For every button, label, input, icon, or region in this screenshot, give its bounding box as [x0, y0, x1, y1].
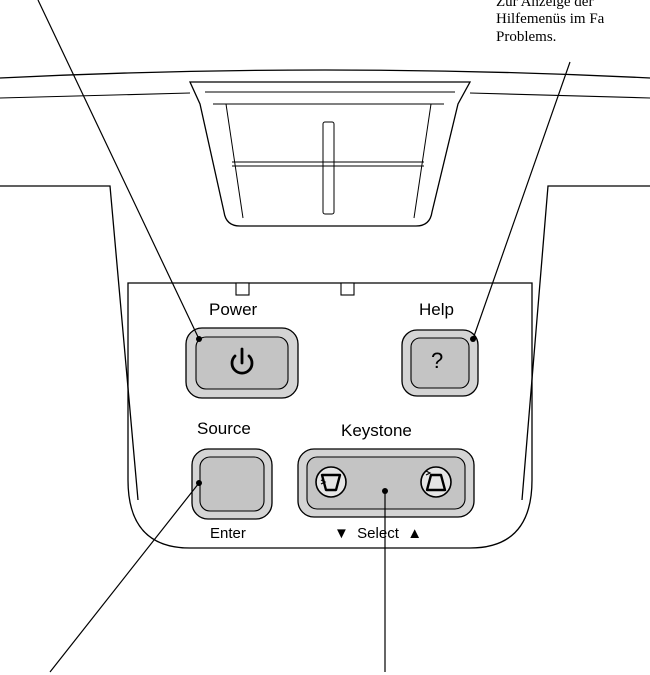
- select-label: ▼ Select ▲: [334, 525, 423, 542]
- keystone-leader-dot: [382, 488, 388, 494]
- question-mark-icon: ?: [431, 348, 444, 373]
- callout-line-3: Problems.: [496, 29, 557, 45]
- callout-line-1: Zur Anzeige der: [496, 0, 594, 10]
- control-panel-outline: [127, 282, 533, 549]
- status-indicator-lamp: [340, 282, 355, 296]
- enter-label: Enter: [210, 525, 246, 542]
- top-edge-line: [0, 69, 650, 79]
- keystone-down-icon[interactable]: [315, 466, 347, 498]
- right-body-edge: [521, 185, 650, 501]
- help-button[interactable]: [401, 329, 479, 397]
- help-leader-dot: [470, 336, 476, 342]
- power-leader-dot: [196, 336, 202, 342]
- keystone-up-icon[interactable]: [420, 466, 452, 498]
- lens-housing: [188, 81, 472, 227]
- source-leader-dot: [196, 480, 202, 486]
- keystone-button[interactable]: [297, 448, 475, 518]
- power-button[interactable]: [185, 327, 299, 399]
- source-enter-button[interactable]: [191, 448, 273, 520]
- left-body-edge: [0, 185, 139, 501]
- power-leader-line: [37, 0, 200, 340]
- help-label: Help: [419, 300, 454, 319]
- power-label: Power: [209, 300, 258, 319]
- top-edge-inner-right: [469, 92, 650, 99]
- callout-line-2: Hilfemenüs im Fa: [496, 11, 605, 27]
- keystone-label: Keystone: [341, 421, 412, 440]
- help-leader-line: [472, 61, 571, 340]
- power-symbol-icon: [230, 347, 254, 375]
- source-leader-line: [49, 482, 200, 673]
- top-edge-inner-left: [0, 92, 191, 99]
- source-label: Source: [197, 419, 251, 438]
- power-indicator-lamp: [235, 282, 250, 296]
- leader-lines: [37, 0, 571, 673]
